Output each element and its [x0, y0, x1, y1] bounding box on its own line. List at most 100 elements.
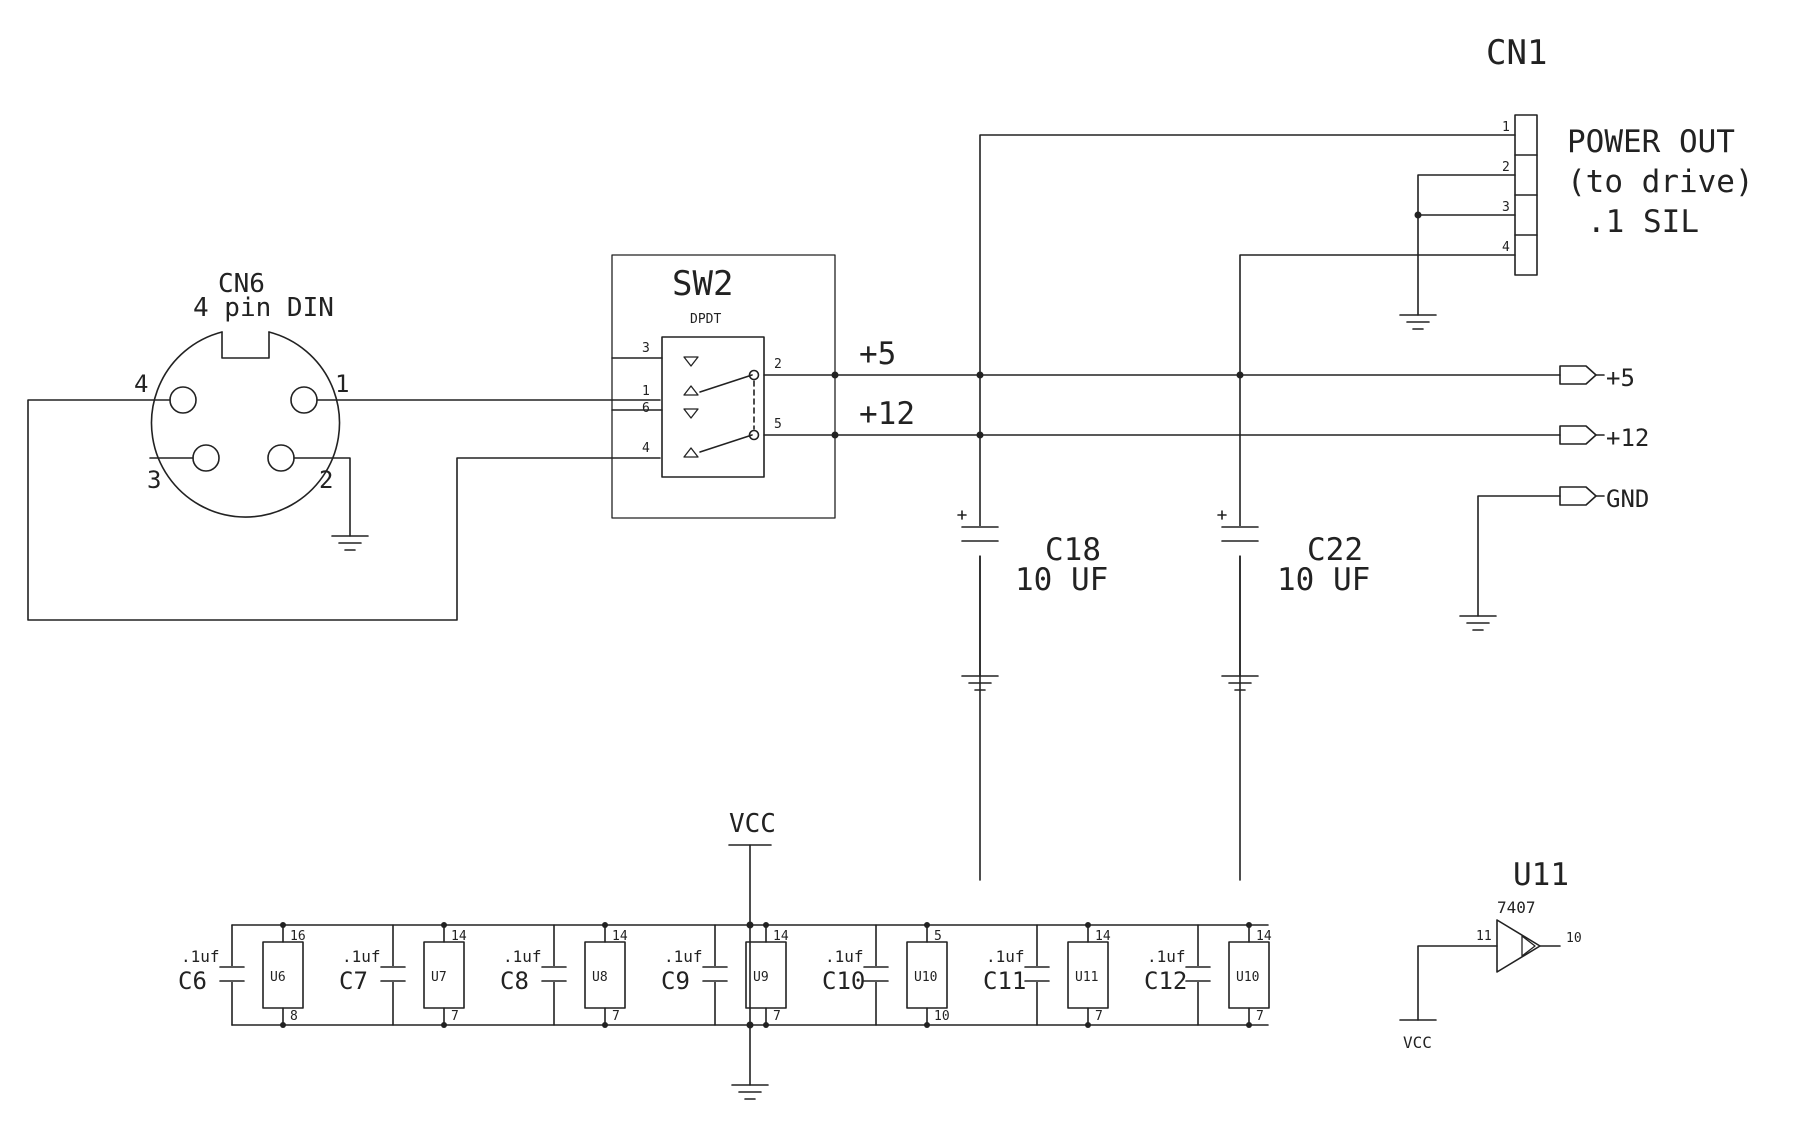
decoupled-ic-body: [1067, 941, 1109, 1009]
cn6-value: 4 pin DIN: [193, 293, 334, 323]
ic-ref: U10: [914, 970, 937, 985]
cn6-din-connector: CN6 4 pin DIN 4 1 3 2: [134, 269, 349, 518]
port-plus5: [1559, 365, 1597, 385]
sw2-outline: [611, 254, 836, 519]
cap-value: .1uf: [664, 947, 703, 966]
cap-value: .1uf: [503, 947, 542, 966]
cap-value: .1uf: [342, 947, 381, 966]
sw2-pole-a: [699, 374, 753, 393]
ic-pin-gnd: 7: [612, 1009, 620, 1024]
c18-value: 10 UF: [1015, 562, 1108, 598]
ground-symbol: [1459, 615, 1497, 631]
cap-value: .1uf: [825, 947, 864, 966]
decoupled-ic-body: [906, 941, 948, 1009]
cn1-desc-line1: POWER OUT: [1567, 124, 1735, 160]
ic-pin-gnd: 7: [451, 1009, 459, 1024]
ic-pin-gnd: 7: [1256, 1009, 1264, 1024]
cap-value: .1uf: [181, 947, 220, 966]
ic-pin-vcc: 14: [773, 929, 789, 944]
decoupled-ic-body: [423, 941, 465, 1009]
cn6-pin-4: 4: [134, 370, 148, 398]
junction-dot: [1414, 211, 1422, 219]
ic-ref: U9: [753, 970, 769, 985]
ic-ref: U11: [1075, 970, 1098, 985]
sw2-pole-b: [699, 434, 753, 453]
cn1-wiring: [979, 134, 1516, 881]
cn1-desc-line2: (to drive): [1567, 164, 1754, 200]
cap-ref: C12: [1144, 967, 1187, 995]
cn1-pin-4: 4: [1502, 240, 1510, 255]
ic-ref: U7: [431, 970, 447, 985]
ic-ref: U10: [1236, 970, 1259, 985]
sw2-pin-4: 4: [642, 441, 650, 456]
sw2-value: DPDT: [690, 312, 721, 327]
u11-buffer-symbol: [1496, 919, 1541, 973]
wire-gnd-port: [1477, 495, 1561, 617]
cn1-connector: CN1 1 2 3 4 POWER OUT (to drive) .1 SIL: [1486, 33, 1754, 276]
wire-u11-input: [1417, 945, 1498, 1021]
sw2-pin-1: 1: [642, 384, 650, 399]
ic-pin-vcc: 5: [934, 929, 942, 944]
u11-vcc-label: VCC: [1403, 1033, 1432, 1052]
net-label-plus12: +12: [859, 396, 915, 432]
cap-value: .1uf: [986, 947, 1025, 966]
cn6-body: [150, 331, 341, 518]
cap-ref: C8: [500, 967, 529, 995]
c22-value: 10 UF: [1277, 562, 1370, 598]
c18-capacitor: C18 10 UF: [957, 510, 1108, 691]
decoupled-ic-body: [584, 941, 626, 1009]
c22-capacitor: C22 10 UF: [1217, 510, 1370, 691]
ic-pin-vcc: 16: [290, 929, 306, 944]
port-plus12: [1559, 425, 1597, 445]
sw2-pin-2: 2: [774, 357, 782, 372]
cap-ref: C11: [983, 967, 1026, 995]
port-gnd-label: GND: [1606, 485, 1649, 513]
cn1-desc-line3: .1 SIL: [1587, 204, 1699, 240]
net-label-plus5: +5: [859, 336, 896, 372]
port-gnd: [1559, 486, 1597, 506]
power-nets: +5 +12 +5 +12 GND: [831, 336, 1649, 631]
decoupled-ic-body: [262, 941, 304, 1009]
port-plus12-label: +12: [1606, 424, 1649, 452]
cn6-pin-1: 1: [335, 370, 349, 398]
wire-cn6-pin4: [27, 399, 661, 621]
wire-cn1-pin1: [979, 134, 1516, 881]
ic-pin-vcc: 14: [1256, 929, 1272, 944]
cn6-pin-3: 3: [147, 466, 161, 494]
wire-cn1-pin2: [1417, 174, 1516, 316]
ic-pin-vcc: 14: [451, 929, 467, 944]
ic-pin-vcc: 14: [612, 929, 628, 944]
ic-pin-gnd: 7: [773, 1009, 781, 1024]
ic-ref: U6: [270, 970, 286, 985]
wire-cn6-pin2: [293, 457, 351, 537]
port-plus5-label: +5: [1606, 364, 1635, 392]
decoupled-ic-body: [745, 941, 787, 1009]
c18-ref: C18: [1045, 532, 1101, 568]
cn6-key-notch: [221, 331, 270, 359]
c22-ref: C22: [1307, 532, 1363, 568]
sw2-body: [661, 336, 765, 478]
cn1-pin-1: 1: [1502, 120, 1510, 135]
u11-buffer: U11 7407 VCC 11 10: [1399, 857, 1582, 1052]
cn1-pin-2: 2: [1502, 160, 1510, 175]
u11-pin-out: 10: [1566, 931, 1582, 946]
ic-ref: U8: [592, 970, 608, 985]
cn1-pin-3: 3: [1502, 200, 1510, 215]
ground-symbol: [1399, 314, 1437, 330]
cap-ref: C10: [822, 967, 865, 995]
sw2-pin-3: 3: [642, 341, 650, 356]
ground-symbol: [731, 1084, 769, 1100]
cap-ref: C7: [339, 967, 368, 995]
sw2-pin-6: 6: [642, 401, 650, 416]
cap-ref: C6: [178, 967, 207, 995]
ic-pin-gnd: 8: [290, 1009, 298, 1024]
cn6-ref: CN6: [218, 269, 265, 299]
u11-value: 7407: [1497, 898, 1536, 917]
ground-symbol: [331, 535, 369, 551]
sw2-dpdt-switch: SW2 DPDT 3 1 6 4 2 5: [611, 254, 836, 519]
sw2-pin-5: 5: [774, 417, 782, 432]
sw2-ref: SW2: [672, 264, 733, 304]
ic-pin-gnd: 10: [934, 1009, 950, 1024]
